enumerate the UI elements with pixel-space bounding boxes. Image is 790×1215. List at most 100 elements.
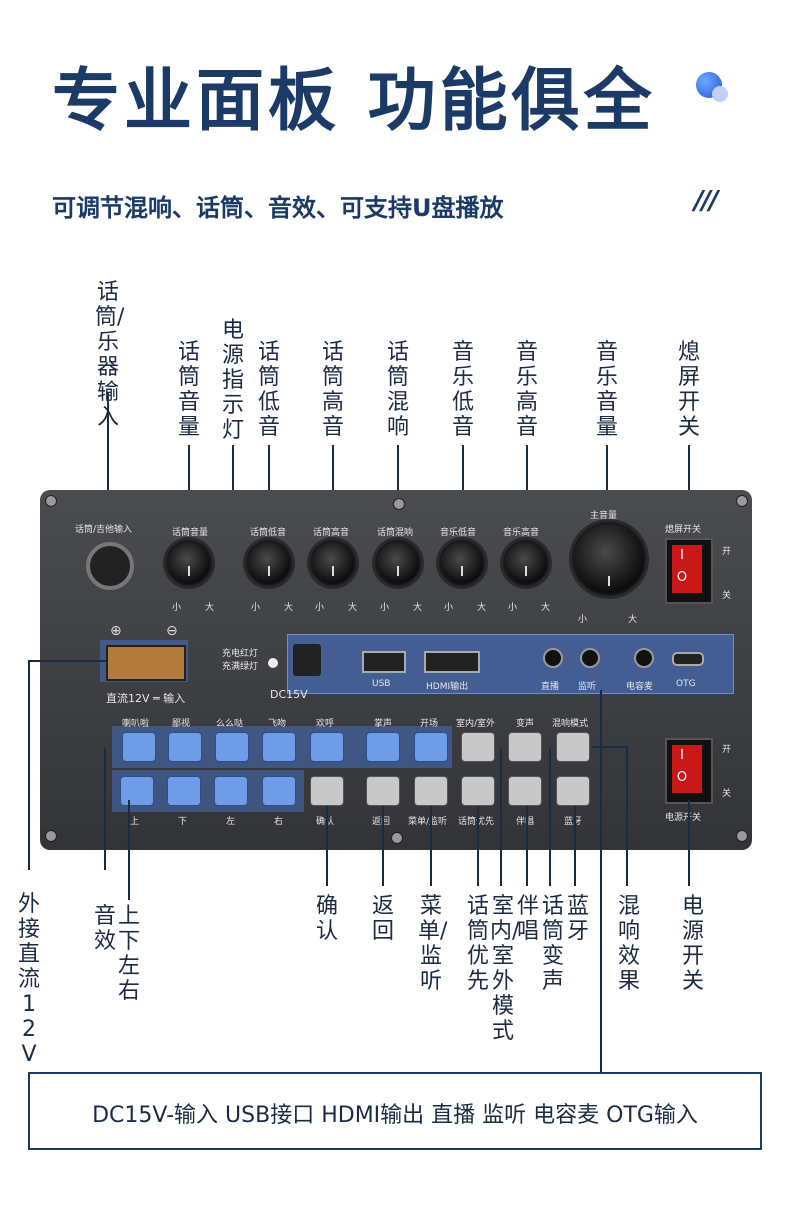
leader-line (500, 748, 502, 886)
btn-label: 混响模式 (552, 719, 589, 729)
usb-port[interactable] (362, 651, 406, 673)
right-button[interactable] (262, 776, 296, 806)
dc15-label: DC15V (270, 688, 308, 701)
leader-line (430, 806, 432, 886)
callout-mic-volume: 话筒音量 (177, 340, 200, 440)
btn-label: 菜单/监听 (408, 817, 448, 827)
callout-music-treble: 音乐高音 (515, 340, 538, 440)
otg-label: OTG (676, 679, 696, 689)
effect-button-5[interactable] (310, 732, 344, 762)
confirm-button[interactable] (310, 776, 344, 806)
knob-min-label: 小 (172, 603, 182, 613)
input-jack[interactable] (86, 542, 134, 590)
hdmi-port[interactable] (424, 651, 480, 673)
callout-mic-bass: 话筒低音 (257, 340, 280, 440)
knob-label-mic-bass: 话筒低音 (250, 528, 287, 538)
knob-max-label: 大 (628, 615, 638, 625)
knob-label-music-treble: 音乐高音 (503, 528, 540, 538)
knob-mic-bass[interactable] (246, 540, 292, 586)
charge-red-label: 充电红灯 (222, 649, 259, 659)
page-title: 专业面板 功能俱全 (52, 62, 656, 141)
left-button[interactable] (214, 776, 248, 806)
switch-on-label: 开 (722, 547, 732, 557)
leader-line (382, 806, 384, 886)
knob-mic-reverb[interactable] (375, 540, 421, 586)
knob-master-volume[interactable] (572, 522, 646, 596)
effect-button-1[interactable] (122, 732, 156, 762)
callout-accompany: 伴唱 (516, 894, 539, 944)
btn-label: 飞吻 (268, 719, 287, 729)
callout-mic-treble: 话筒高音 (321, 340, 344, 440)
btn-label: 欢呼 (316, 719, 335, 729)
callout-bluetooth: 蓝牙 (566, 894, 589, 944)
dc12-input-label: 直流12V ═ 输入 (106, 692, 186, 705)
down-button[interactable] (167, 776, 201, 806)
btn-label: 室内/室外 (456, 719, 496, 729)
knob-label-mic-volume: 话筒音量 (172, 528, 209, 538)
screen-off-switch[interactable]: I O (665, 538, 713, 604)
callout-music-bass: 音乐低音 (451, 340, 474, 440)
knob-label-master-volume: 主音量 (590, 511, 618, 521)
callout-mic-reverb: 话筒混响 (386, 340, 409, 440)
effect-button-6[interactable] (366, 732, 400, 762)
knob-mic-volume[interactable] (166, 540, 212, 586)
btn-label: 喇叭啦 (122, 719, 150, 729)
leader-line (549, 748, 551, 886)
knob-label-mic-reverb: 话筒混响 (377, 528, 414, 538)
callout-power-indicator: 电源指示灯 (221, 318, 244, 443)
knob-max-label: 大 (477, 603, 487, 613)
menu-monitor-button[interactable] (414, 776, 448, 806)
switch-on-label: 开 (722, 745, 732, 755)
callout-directions: 上下左右 (117, 904, 140, 1004)
knob-min-label: 小 (251, 603, 261, 613)
effect-button-2[interactable] (168, 732, 202, 762)
callout-confirm: 确认 (315, 894, 338, 944)
screw (391, 832, 403, 844)
screw (736, 495, 748, 507)
knob-music-bass[interactable] (439, 540, 485, 586)
btn-label: 返回 (372, 817, 391, 827)
up-button[interactable] (120, 776, 154, 806)
condenser-label: 电容麦 (626, 682, 654, 692)
knob-music-treble[interactable] (503, 540, 549, 586)
decor-dot-light (712, 86, 728, 102)
btn-label: 伴唱 (516, 817, 535, 827)
monitor-jack[interactable] (580, 648, 600, 668)
effect-button-7[interactable] (414, 732, 448, 762)
mic-priority-button[interactable] (461, 776, 495, 806)
callout-mic-priority: 话筒优先 (466, 894, 489, 994)
effect-button-4[interactable] (262, 732, 296, 762)
power-switch[interactable]: I O (665, 738, 713, 804)
callout-power-switch: 电源开关 (681, 894, 704, 994)
knob-min-label: 小 (578, 615, 588, 625)
ports-description-box: DC15V-输入 USB接口 HDMI输出 直播 监听 电容麦 OTG输入 (28, 1072, 762, 1150)
knob-mic-treble[interactable] (310, 540, 356, 586)
leader-line (28, 660, 30, 870)
accompany-button[interactable] (508, 776, 542, 806)
callout-reverb-effect: 混响效果 (617, 894, 640, 994)
charge-full-label: 充满绿灯 (222, 662, 259, 672)
condenser-jack[interactable] (634, 648, 654, 668)
callout-mic-voice-change: 话筒变声 (541, 894, 564, 994)
monitor-label: 监听 (578, 682, 597, 692)
bluetooth-button[interactable] (556, 776, 590, 806)
leader-line (104, 748, 106, 870)
leader-line (688, 800, 690, 886)
knob-min-label: 小 (380, 603, 390, 613)
dc12-terminal[interactable] (106, 645, 186, 681)
live-jack[interactable] (543, 648, 563, 668)
callout-back: 返回 (371, 894, 394, 944)
dc15-port[interactable] (293, 644, 321, 676)
leader-line (477, 806, 479, 886)
leader-line (606, 445, 608, 525)
hdmi-label: HDMI输出 (426, 682, 469, 692)
knob-max-label: 大 (541, 603, 551, 613)
screen-off-switch-label: 熄屏开关 (665, 525, 702, 535)
effect-button-3[interactable] (215, 732, 249, 762)
voice-change-button[interactable] (508, 732, 542, 762)
reverb-mode-button[interactable] (556, 732, 590, 762)
otg-port[interactable] (672, 652, 704, 666)
leader-line (592, 746, 628, 748)
indoor-outdoor-button[interactable] (461, 732, 495, 762)
back-button[interactable] (366, 776, 400, 806)
